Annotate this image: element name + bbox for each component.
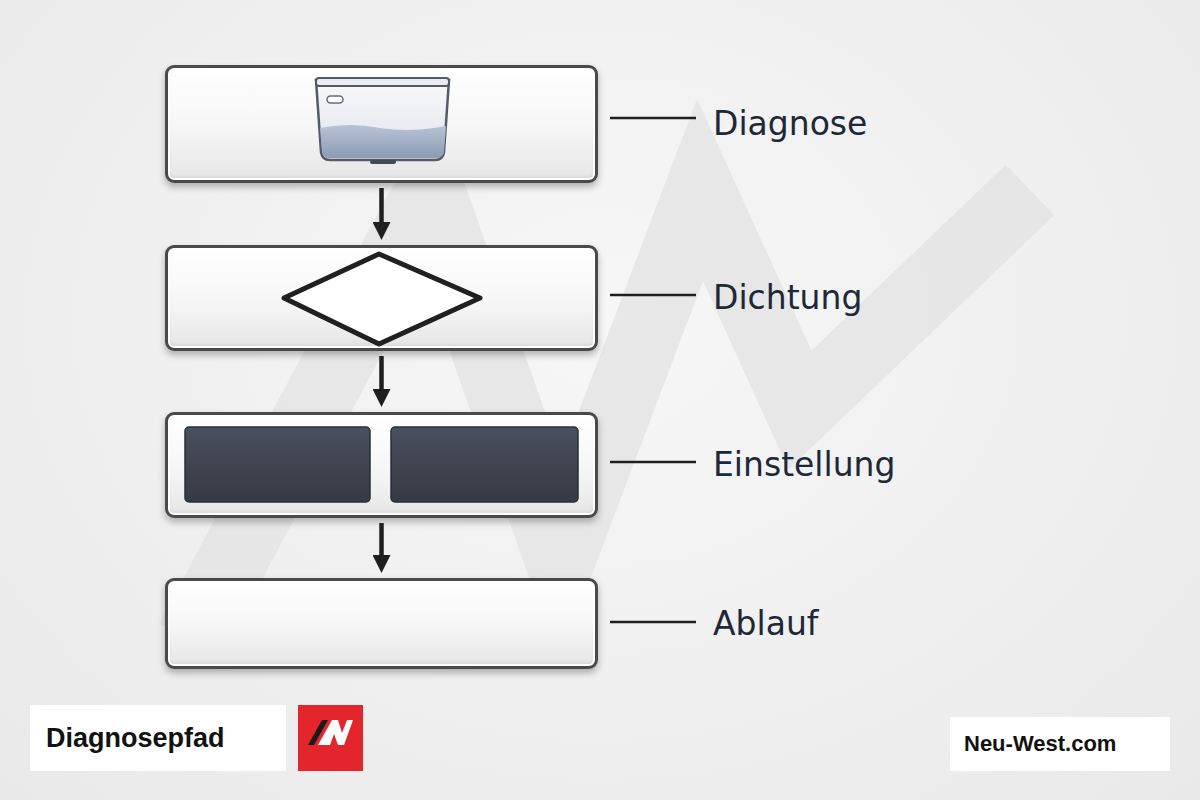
label-plate: Diagnosepfad	[30, 705, 286, 771]
process-box: Diagnose	[165, 65, 598, 183]
step-label: Diagnose	[713, 106, 867, 142]
seal-diamond	[284, 254, 480, 344]
leader-line	[610, 461, 696, 464]
edge-group	[381, 188, 382, 561]
setting-blocks	[185, 427, 578, 502]
process-box: Ablauf	[165, 578, 598, 669]
label-plate: Neu-West.com	[950, 717, 1170, 771]
flow-arrow	[379, 356, 384, 395]
logo-mark	[298, 705, 363, 771]
process-box: Dichtung	[165, 245, 598, 351]
flow-arrow	[379, 523, 384, 561]
leader-line	[610, 294, 696, 297]
step-label: Ablauf	[713, 605, 818, 641]
site-label: Neu-West.com	[950, 731, 1116, 757]
step-label: Dichtung	[713, 280, 862, 316]
diagram-title: Diagnosepfad	[30, 723, 225, 754]
leader-line	[610, 621, 696, 624]
leader-line	[610, 117, 696, 120]
flow-arrow	[379, 188, 384, 228]
leader-lines	[610, 118, 696, 622]
process-box: Einstellung	[165, 412, 598, 518]
step-label: Einstellung	[713, 447, 895, 483]
container-icon	[316, 78, 449, 164]
